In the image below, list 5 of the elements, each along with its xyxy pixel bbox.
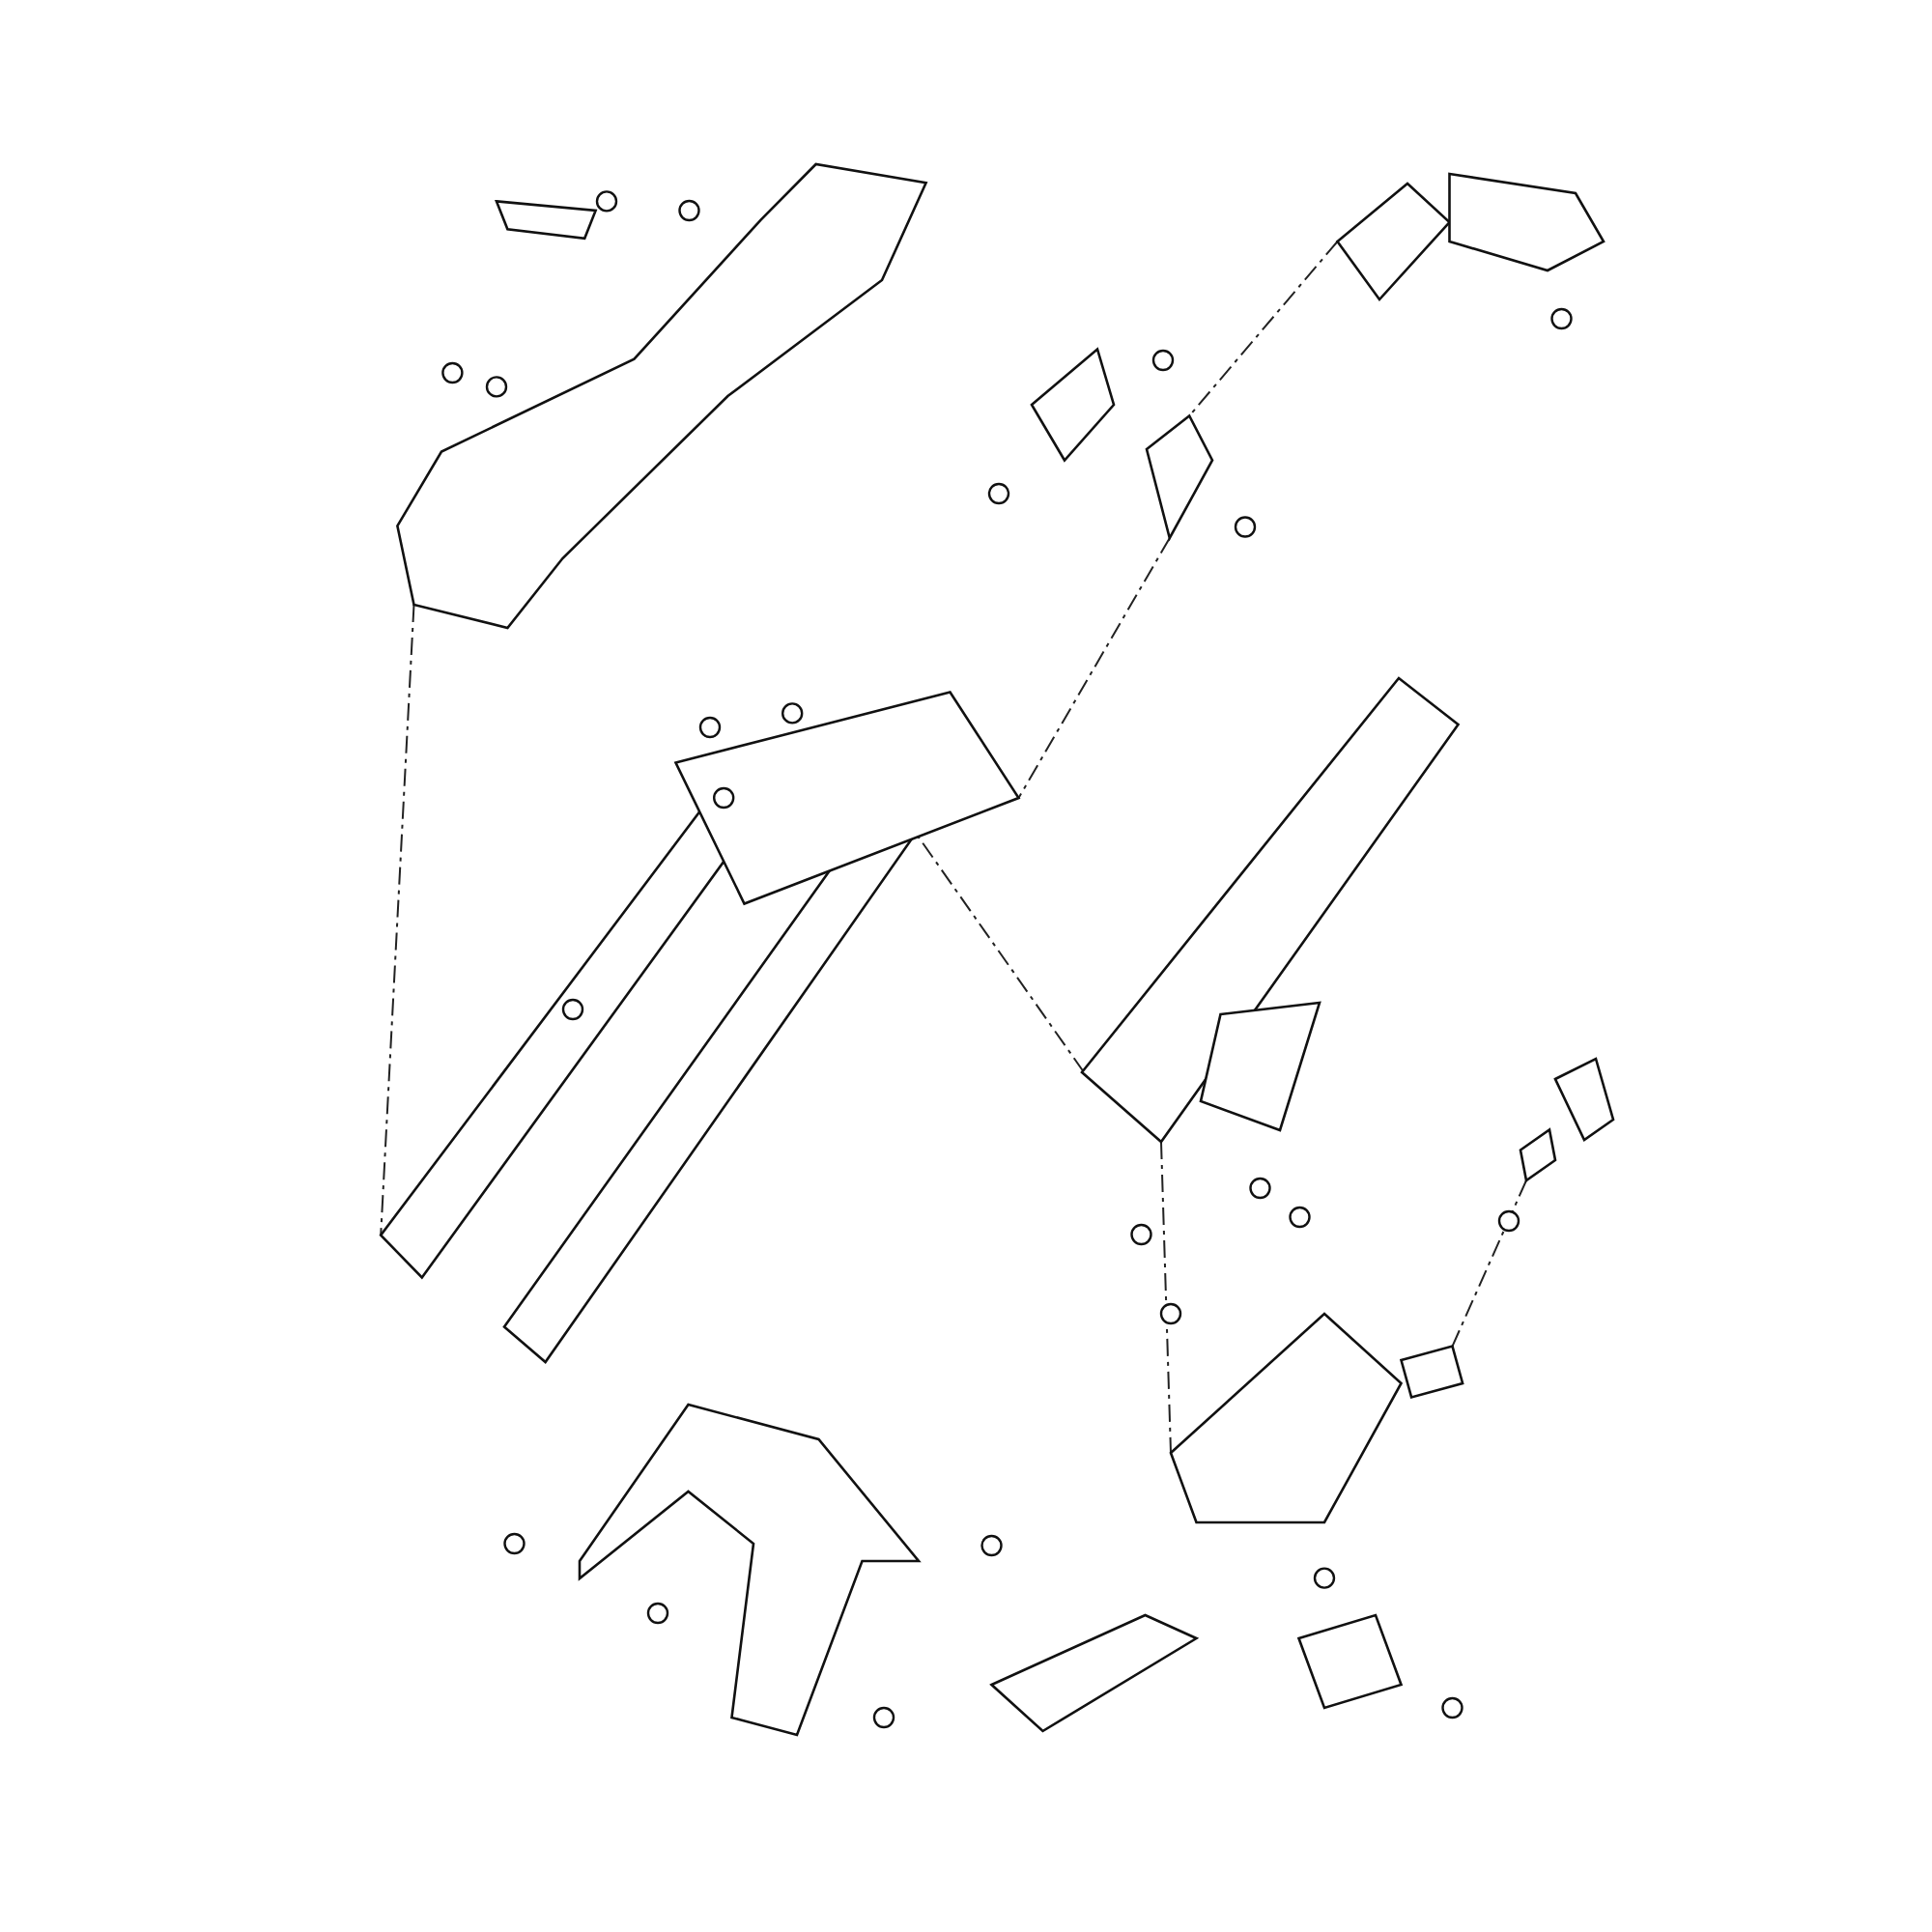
assembly-line: [1188, 241, 1339, 417]
assembly-line: [1160, 1141, 1172, 1454]
assembly-line: [1017, 537, 1171, 799]
assembly-line: [1451, 1179, 1527, 1348]
assembly-line: [380, 604, 415, 1236]
